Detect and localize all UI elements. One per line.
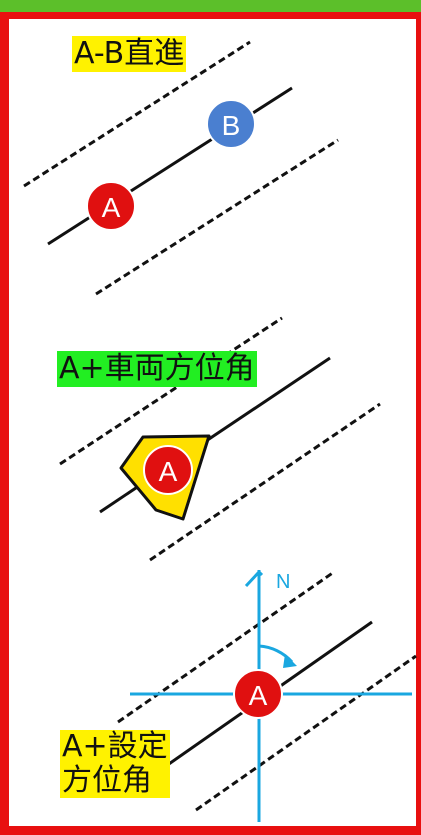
point-a-label: A [102, 192, 121, 223]
guide-line-dashed-upper [23, 40, 251, 188]
guide-line-solid [47, 86, 293, 246]
panel-title-set-heading: A+設定 方位角 [60, 730, 170, 798]
panel-title-ab-straight: A-B直進 [72, 36, 187, 72]
guide-line-dashed-upper [117, 570, 335, 724]
point-a-label: A [249, 680, 268, 711]
panel-set-heading: N A [117, 569, 417, 822]
panel-title-line-2: 方位角 [62, 763, 152, 798]
panel-title-vehicle-heading: A+車両方位角 [57, 351, 257, 387]
top-accent-bar [0, 0, 421, 12]
guide-line-dashed-lower [195, 654, 417, 812]
panel-ab-straight: A B [23, 40, 339, 296]
guide-line-dashed-lower [149, 402, 381, 562]
red-frame [0, 12, 421, 835]
heading-angle-arrowhead-icon [283, 654, 297, 668]
point-a-marker: A [233, 669, 283, 719]
panel-title-line-1: A+設定 [62, 729, 168, 764]
point-a-marker: A [86, 181, 136, 231]
north-label: N [276, 571, 290, 593]
point-b-marker: B [206, 99, 256, 149]
north-arrow-icon [244, 569, 264, 588]
guide-line-dashed-upper [59, 316, 283, 466]
guide-line-dashed-lower [95, 138, 339, 296]
red-frame-right-edge [416, 12, 421, 835]
point-a-marker: A [143, 445, 193, 495]
panel-vehicle-heading: A [59, 316, 381, 562]
point-a-label: A [159, 456, 178, 487]
point-b-label: B [222, 110, 241, 141]
